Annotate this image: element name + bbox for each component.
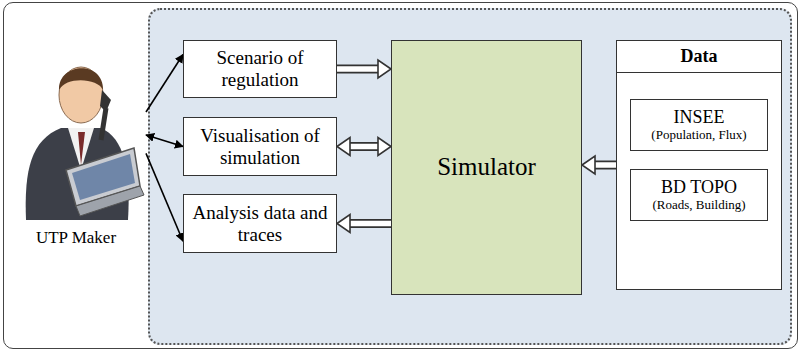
node-title: Visualisation of simulation [184, 125, 336, 169]
node-title: Analysis data and traces [184, 202, 336, 246]
node-title: BD TOPO [661, 177, 737, 198]
process-box: Analysis data and traces [183, 194, 337, 253]
node-title: INSEE [674, 107, 725, 128]
node-title: Data [617, 41, 781, 73]
connector [146, 135, 183, 147]
connector [336, 60, 391, 78]
process-box: Visualisation of simulation [183, 117, 337, 176]
data-source-box: INSEE(Population, Flux) [630, 99, 768, 151]
data-source-box: BD TOPO(Roads, Building) [630, 169, 768, 221]
connector [146, 55, 183, 113]
data-store: DataINSEE(Population, Flux) BD TOPO(Roads… [616, 40, 782, 290]
node-subtitle: (Roads, Building) [652, 198, 745, 213]
node-title: Scenario of regulation [184, 47, 336, 91]
process-box: Scenario of regulation [183, 40, 337, 98]
person-illustration [6, 20, 146, 220]
node-title: Simulator [437, 153, 536, 182]
connector [337, 138, 391, 156]
node-title: UTP Maker [36, 228, 116, 248]
connector [582, 156, 617, 174]
simulator-box: Simulator [391, 40, 582, 295]
connector [337, 215, 392, 233]
connector [146, 153, 183, 241]
user-figure: UTP Maker [6, 20, 146, 250]
node-subtitle: (Population, Flux) [651, 128, 746, 143]
